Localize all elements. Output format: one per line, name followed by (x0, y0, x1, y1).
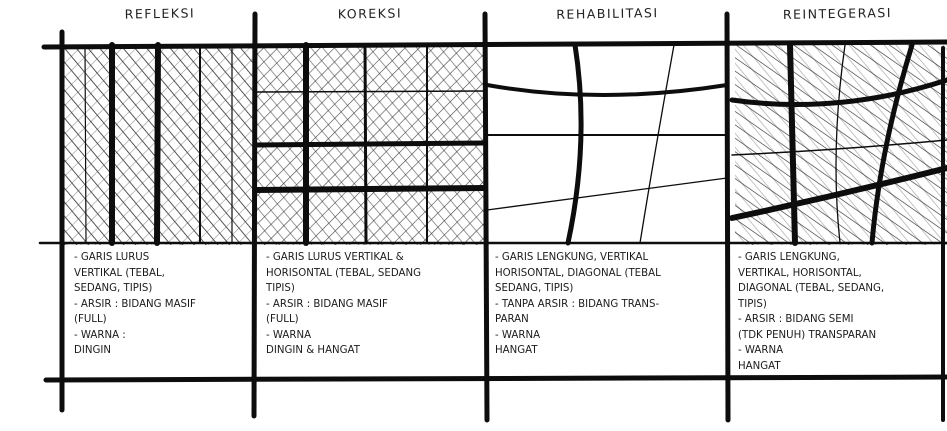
column-title-reintegerasi: REINTEGERASI (735, 4, 940, 30)
column-title-refleksi: REFLEKSI (70, 4, 250, 29)
note-line-type: - GARIS LENGKUNG, VERTIKAL, HORISONTAL, … (738, 250, 943, 312)
note-hatch: - ARSIR : BIDANG SEMI (TDK PENUH) TRANSP… (738, 312, 943, 343)
notes-rehabilitasi: - GARIS LENGKUNG, VERTIKAL HORISONTAL, D… (495, 250, 723, 359)
rehabilitasi-lines (487, 45, 727, 243)
notes-koreksi: - GARIS LURUS VERTIKAL & HORISONTAL (TEB… (266, 250, 481, 359)
notes-refleksi: - GARIS LURUS VERTIKAL (TEBAL, SEDANG, T… (74, 250, 252, 359)
note-line-type: - GARIS LURUS VERTIKAL & HORISONTAL (TEB… (266, 250, 481, 297)
notes-reintegerasi: - GARIS LENGKUNG, VERTIKAL, HORISONTAL, … (738, 250, 943, 374)
note-hatch: - TANPA ARSIR : BIDANG TRANS- PARAN (495, 297, 723, 328)
note-line-type: - GARIS LENGKUNG, VERTIKAL HORISONTAL, D… (495, 250, 723, 297)
column-title-rehabilitasi: REHABILITASI (495, 4, 720, 30)
note-color: - WARNA : DINGIN (74, 328, 252, 359)
note-hatch: - ARSIR : BIDANG MASIF (FULL) (74, 297, 252, 328)
note-color: - WARNA HANGAT (738, 343, 943, 374)
column-title-koreksi: KOREKSI (265, 4, 475, 30)
note-color: - WARNA DINGIN & HANGAT (266, 328, 481, 359)
note-line-type: - GARIS LURUS VERTIKAL (TEBAL, SEDANG, T… (74, 250, 252, 297)
note-hatch: - ARSIR : BIDANG MASIF (FULL) (266, 297, 481, 328)
note-color: - WARNA HANGAT (495, 328, 723, 359)
